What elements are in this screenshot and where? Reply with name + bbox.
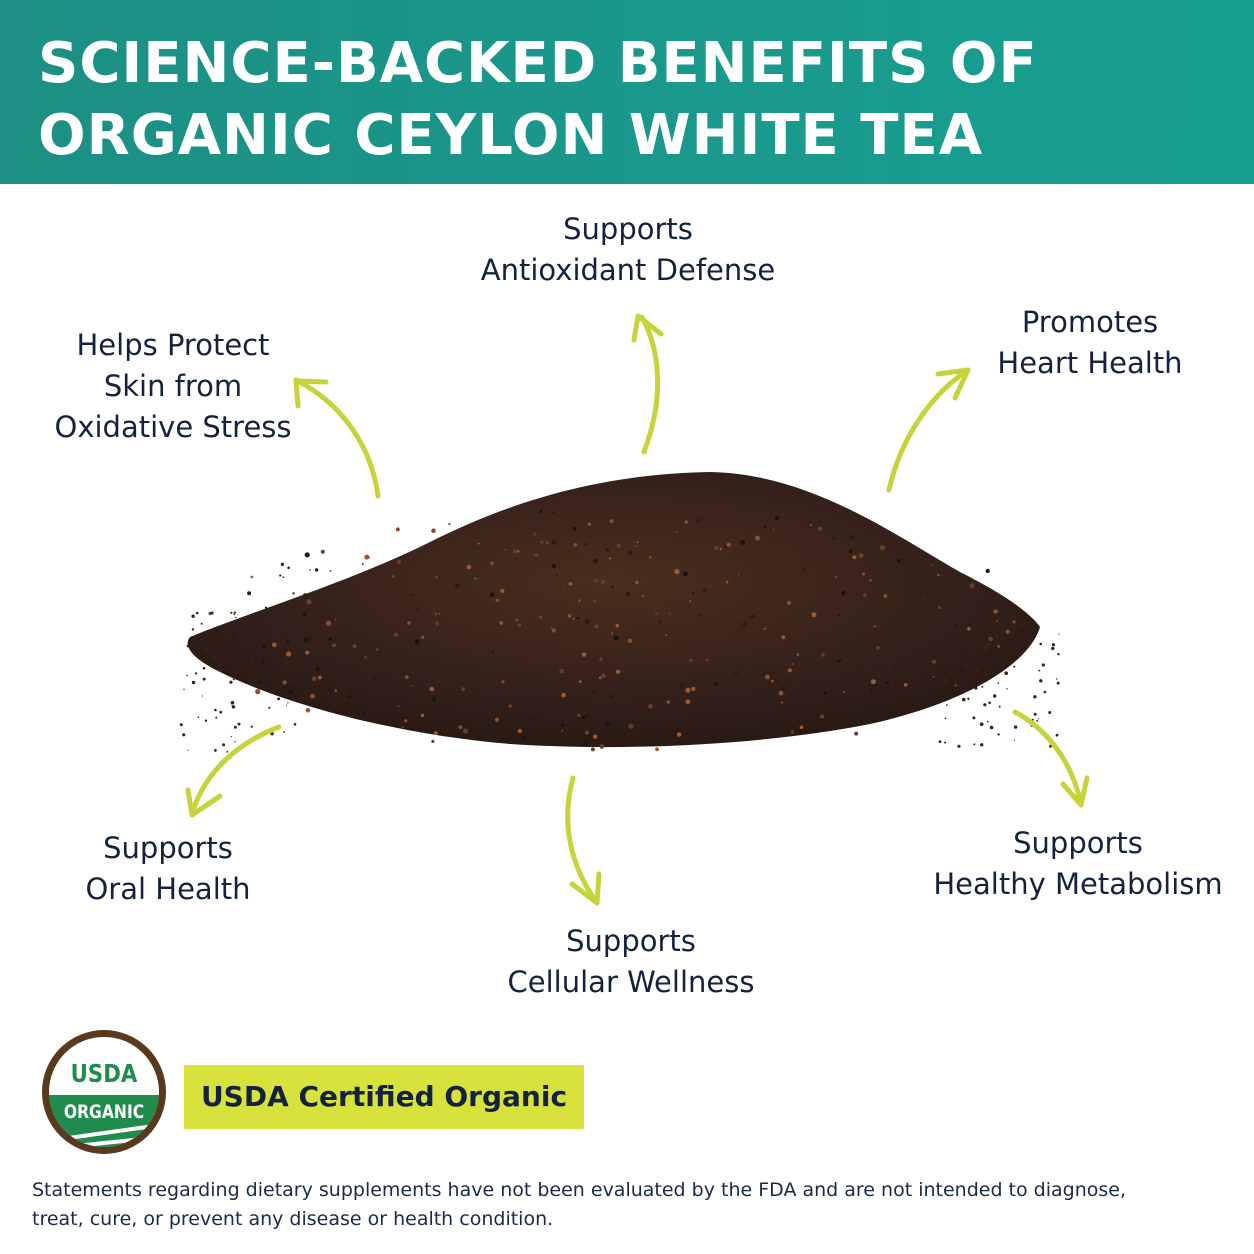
benefit-line: Healthy Metabolism	[933, 867, 1223, 901]
curved-arrow-icon	[631, 313, 664, 455]
benefit-healthy-metabolism: Supports Healthy Metabolism	[918, 823, 1238, 905]
benefit-line: Promotes	[1021, 305, 1159, 339]
usda-seal-inner: USDA ORGANIC	[49, 1037, 159, 1147]
usda-organic-seal: USDA ORGANIC	[42, 1030, 166, 1154]
curved-arrow-icon	[565, 775, 602, 906]
benefit-line: Supports	[103, 831, 233, 865]
tea-leaves-pile-image	[179, 472, 1060, 753]
benefit-line: Helps Protect	[76, 328, 270, 362]
benefit-line: Cellular Wellness	[507, 965, 755, 999]
certified-organic-label: USDA Certified Organic	[200, 1080, 568, 1113]
certified-organic-badge: USDA Certified Organic	[184, 1065, 584, 1129]
benefit-line: Skin from	[103, 369, 243, 403]
benefit-skin-protection: Helps Protect Skin from Oxidative Stress	[32, 325, 314, 448]
seal-green-band	[49, 1095, 159, 1147]
benefit-line: Antioxidant Defense	[480, 253, 776, 287]
benefit-line: Supports	[566, 924, 696, 958]
disclaimer-line: Statements regarding dietary supplements…	[32, 1179, 1126, 1201]
page-title: SCIENCE-BACKED BENEFITS OF ORGANIC CEYLO…	[38, 28, 1238, 172]
benefit-line: Supports	[1013, 826, 1143, 860]
benefit-line: Supports	[563, 212, 693, 246]
benefit-line: Oxidative Stress	[54, 410, 292, 444]
seal-usda-text: USDA	[70, 1059, 138, 1088]
page-title-line2: ORGANIC CEYLON WHITE TEA	[38, 103, 984, 168]
benefit-line: Heart Health	[997, 346, 1183, 380]
header-banner: SCIENCE-BACKED BENEFITS OF ORGANIC CEYLO…	[0, 0, 1254, 184]
benefit-line: Oral Health	[85, 872, 251, 906]
benefit-heart-health: Promotes Heart Health	[980, 302, 1200, 384]
seal-organic-text: ORGANIC	[63, 1101, 145, 1123]
page-title-line1: SCIENCE-BACKED BENEFITS OF	[38, 31, 1038, 96]
benefit-cellular-wellness: Supports Cellular Wellness	[490, 921, 772, 1003]
benefit-antioxidant-defense: Supports Antioxidant Defense	[458, 209, 798, 291]
fda-disclaimer: Statements regarding dietary supplements…	[32, 1176, 1232, 1234]
disclaimer-line: treat, cure, or prevent any disease or h…	[32, 1208, 554, 1230]
benefit-oral-health: Supports Oral Health	[60, 828, 276, 910]
